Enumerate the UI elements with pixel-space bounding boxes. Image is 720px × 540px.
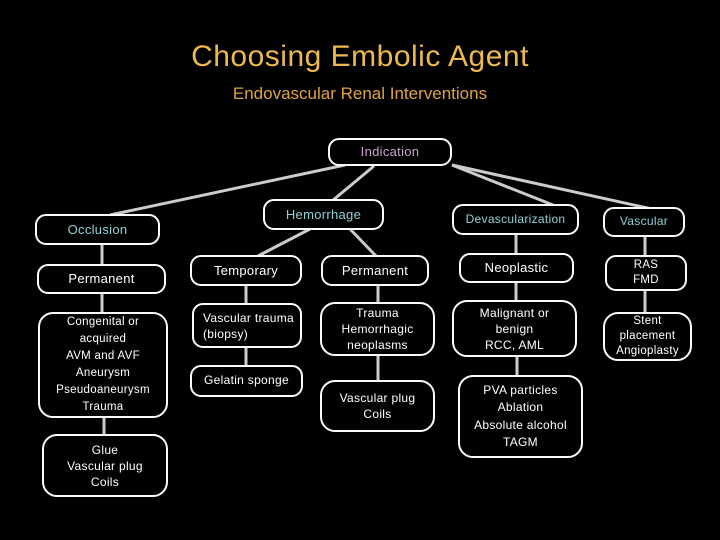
node-hemorrhage-temporary: Temporary xyxy=(190,255,302,286)
connector-indication-vascular xyxy=(451,163,653,211)
connector-indication-devascularization xyxy=(451,163,554,207)
node-devascularization-neoplastic: Neoplastic xyxy=(459,253,574,283)
node-label: Glue Vascular plug Coils xyxy=(67,442,143,489)
node-occlusion-causes: Congenital or acquired AVM and AVF Aneur… xyxy=(38,312,168,418)
node-label: Neoplastic xyxy=(484,260,549,276)
node-hemorrhage-label: Hemorrhage xyxy=(285,206,362,222)
node-vascular-causes: RAS FMD xyxy=(605,255,687,291)
node-label: Permanent xyxy=(341,262,409,278)
node-label: Congenital or acquired AVM and AVF Aneur… xyxy=(56,316,150,413)
node-hemorrhage-temporary-causes: Vascular trauma (biopsy) xyxy=(192,303,302,348)
node-occlusion-permanent: Permanent xyxy=(37,264,166,294)
connector-indication-hemorrhage xyxy=(331,164,375,203)
node-vascular-agents: Stent placement Angioplasty xyxy=(603,312,692,361)
slide-subtitle: Endovascular Renal Interventions xyxy=(232,84,488,103)
node-label: Malignant or benign RCC, AML xyxy=(479,305,550,352)
node-hemorrhage: Hemorrhage xyxy=(263,199,384,230)
node-devascularization-label: Devascularization xyxy=(465,211,566,226)
slide-title: Choosing Embolic Agent xyxy=(191,40,529,73)
node-label: PVA particles Ablation Absolute alcohol … xyxy=(474,382,567,450)
node-hemorrhage-permanent-agents: Vascular plug Coils xyxy=(320,380,435,432)
node-label: Gelatin sponge xyxy=(204,373,289,388)
node-indication-label: Indication xyxy=(360,144,420,160)
node-occlusion-agents: Glue Vascular plug Coils xyxy=(42,434,168,497)
node-occlusion: Occlusion xyxy=(35,214,160,245)
node-occlusion-label: Occlusion xyxy=(67,221,128,237)
node-label: Temporary xyxy=(213,262,279,278)
node-label: Trauma Hemorrhagic neoplasms xyxy=(341,306,414,352)
node-devascularization-agents: PVA particles Ablation Absolute alcohol … xyxy=(458,375,583,458)
node-label: Permanent xyxy=(68,271,135,287)
node-label: Vascular trauma (biopsy) xyxy=(203,310,294,341)
node-indication: Indication xyxy=(328,138,452,166)
node-hemorrhage-permanent: Permanent xyxy=(321,255,429,286)
node-devascularization-causes: Malignant or benign RCC, AML xyxy=(452,300,577,357)
connector-hemorrhage-permanent xyxy=(348,227,378,258)
node-label: RAS FMD xyxy=(633,259,659,286)
connector-hemorrhage-temporary xyxy=(257,227,311,258)
node-hemorrhage-temporary-agents: Gelatin sponge xyxy=(190,365,303,397)
node-devascularization: Devascularization xyxy=(452,204,579,235)
node-vascular: Vascular xyxy=(603,207,685,237)
node-vascular-label: Vascular xyxy=(619,214,669,229)
node-label: Vascular plug Coils xyxy=(339,391,416,421)
node-hemorrhage-permanent-causes: Trauma Hemorrhagic neoplasms xyxy=(320,302,435,356)
node-label: Stent placement Angioplasty xyxy=(616,315,679,357)
